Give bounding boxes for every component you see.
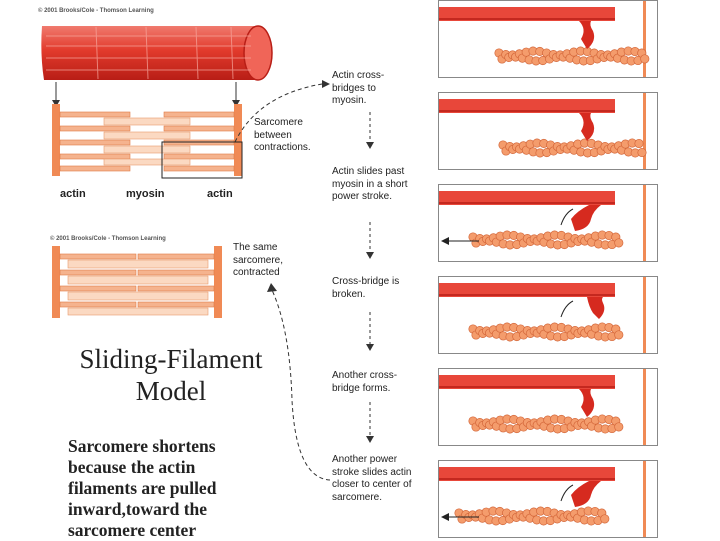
label-actin-left: actin: [60, 188, 86, 200]
cross-bridge-head: [579, 21, 595, 49]
z-line: [643, 277, 646, 353]
label-actin-right: actin: [207, 188, 233, 200]
copyright-mid: © 2001 Brooks/Cole - Thomson Learning: [50, 236, 166, 242]
contracted-caption: The same sarcomere, contracted: [233, 242, 284, 278]
step-3-label: Cross-bridge is broken.: [332, 276, 400, 300]
actin-filament: [454, 506, 610, 526]
step-5-label: Another power stroke slides actin closer…: [332, 454, 412, 503]
muscle-fiber-illustration: [41, 25, 273, 81]
cross-bridge-head: [571, 205, 601, 231]
contracted-sarcomere: [52, 246, 222, 318]
z-line: [643, 185, 646, 261]
z-line: [643, 1, 646, 77]
step-6-panel: [438, 460, 658, 538]
step-5-panel: [438, 368, 658, 446]
motion-arrow: [560, 300, 574, 318]
copyright-top: © 2001 Brooks/Cole - Thomson Learning: [38, 8, 154, 14]
cross-bridge-head: [579, 389, 595, 417]
relaxed-caption: Sarcomere between contractions.: [254, 117, 311, 153]
cross-bridge-head: [571, 481, 601, 507]
actin-filament: [494, 46, 650, 66]
step-1-panel: [438, 0, 658, 78]
myosin-filament: [439, 7, 615, 21]
actin-filament: [498, 138, 647, 158]
cross-bridge-head: [579, 113, 595, 141]
step-2-label: Actin slides past myosin in a short powe…: [332, 166, 408, 202]
actin-filament: [468, 414, 624, 434]
motion-arrow: [560, 484, 574, 502]
actin-filament: [468, 230, 624, 250]
myosin-filament: [439, 99, 615, 113]
relaxed-sarcomere: [52, 104, 243, 179]
cross-bridge-head: [587, 297, 605, 319]
label-myosin: myosin: [126, 188, 165, 200]
step-3-panel: [438, 184, 658, 262]
myosin-filament: [439, 283, 615, 297]
z-line: [643, 461, 646, 537]
step-1-label: Actin cross-bridges to myosin.: [332, 70, 385, 106]
motion-arrow: [560, 208, 574, 226]
z-line: [643, 93, 646, 169]
myosin-filament: [439, 375, 615, 389]
diagram-title: Sliding-Filament Model: [79, 344, 263, 406]
step-2-panel: [438, 92, 658, 170]
myosin-filament: [439, 467, 615, 481]
z-line: [643, 369, 646, 445]
step-4-label: Another cross-bridge forms.: [332, 370, 398, 394]
myosin-filament: [439, 191, 615, 205]
description-text: Sarcomere shortens because the actin fil…: [68, 436, 217, 540]
step-4-panel: [438, 276, 658, 354]
actin-filament: [468, 322, 624, 342]
